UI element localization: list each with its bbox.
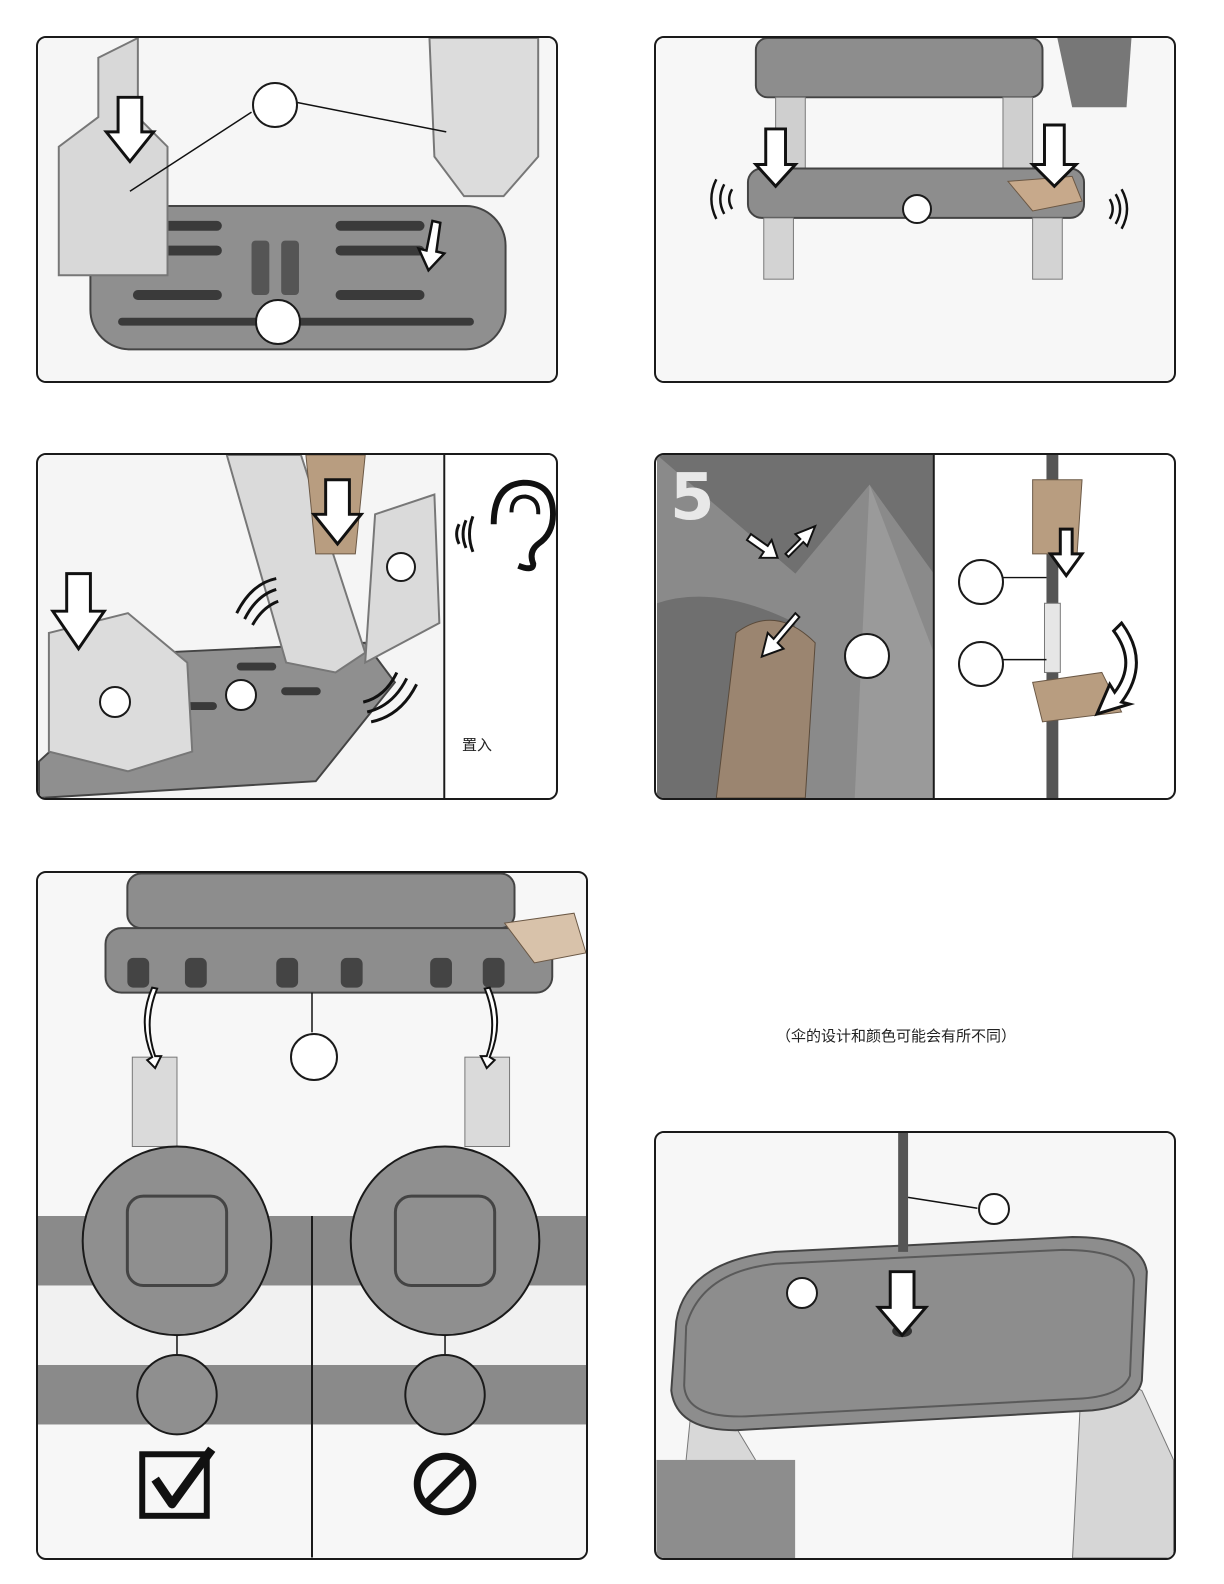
callout-circle-lower-pole — [958, 641, 1004, 687]
callout-circle-left-leg — [99, 686, 131, 718]
panel-leg-insert — [36, 36, 558, 383]
panel-seat-orientation — [36, 871, 588, 1560]
callout-circle-upper-pole — [958, 559, 1004, 605]
step-number: 5 — [670, 461, 715, 535]
callout-circle-bench — [255, 299, 301, 345]
callout-circle-legs — [252, 82, 298, 128]
panel-umbrella-pole: 5 — [654, 453, 1176, 800]
panel-snap-legs: 置入 — [36, 453, 558, 800]
callout-circle-pole — [978, 1193, 1010, 1225]
callout-circle-seat — [902, 194, 932, 224]
insert-label: 置入 — [462, 734, 492, 755]
callout-circle-bench-slot — [225, 679, 257, 711]
callout-circle-tabletop — [786, 1277, 818, 1309]
umbrella-variation-note: （伞的设计和颜色可能会有所不同） — [776, 1025, 1016, 1046]
seat-orientation-illustration — [38, 873, 586, 1558]
callout-circle-right-leg — [386, 552, 416, 582]
panel-umbrella-table — [654, 1131, 1176, 1560]
callout-circle-umbrella — [844, 633, 890, 679]
umbrella-table-illustration — [656, 1133, 1174, 1558]
callout-circle-seat-holes — [290, 1033, 338, 1081]
umbrella-pole-illustration — [656, 455, 1174, 798]
panel-press-seat — [654, 36, 1176, 383]
